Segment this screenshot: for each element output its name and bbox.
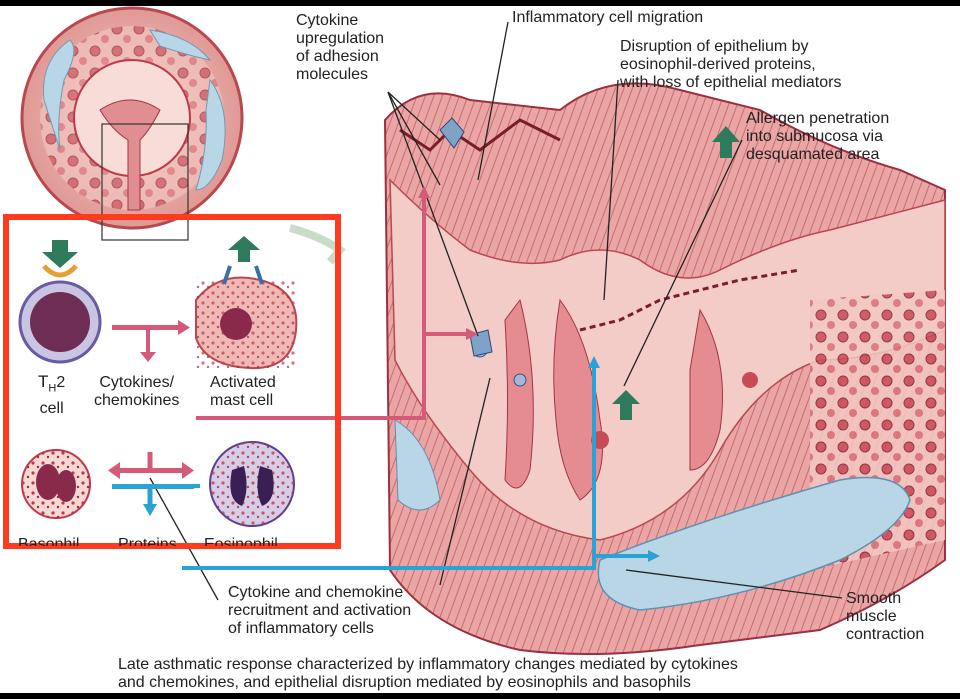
caption-line-2: and chemokines, and epithelial disruptio… [118,674,918,692]
label-inflammatory-migration: Inflammatory cell migration [512,9,703,27]
label-eosinophil: Eosinophil [204,536,278,546]
label-smooth-muscle: Smooth muscle contraction [846,590,924,644]
label-disruption: Disruption of epithelium by eosinophil-d… [620,38,841,92]
label-basophil: Basophil [18,536,79,546]
label-cytokines: Cytokines/ chemokines [94,374,179,410]
caption-line-1: Late asthmatic response characterized by… [118,656,918,674]
label-cytokine-upregulation: Cytokine upregulation of adhesion molecu… [296,12,384,84]
label-recruitment: Cytokine and chemokine recruitment and a… [228,584,411,638]
label-th2-cell: TH2 cell [38,372,65,418]
label-proteins: Proteins [118,536,177,546]
bronchus-cross-section [22,8,242,240]
label-mast-cell: Activated mast cell [210,374,276,410]
figure-caption: Late asthmatic response characterized by… [118,656,918,692]
label-allergen: Allergen penetration into submucosa via … [746,110,889,164]
